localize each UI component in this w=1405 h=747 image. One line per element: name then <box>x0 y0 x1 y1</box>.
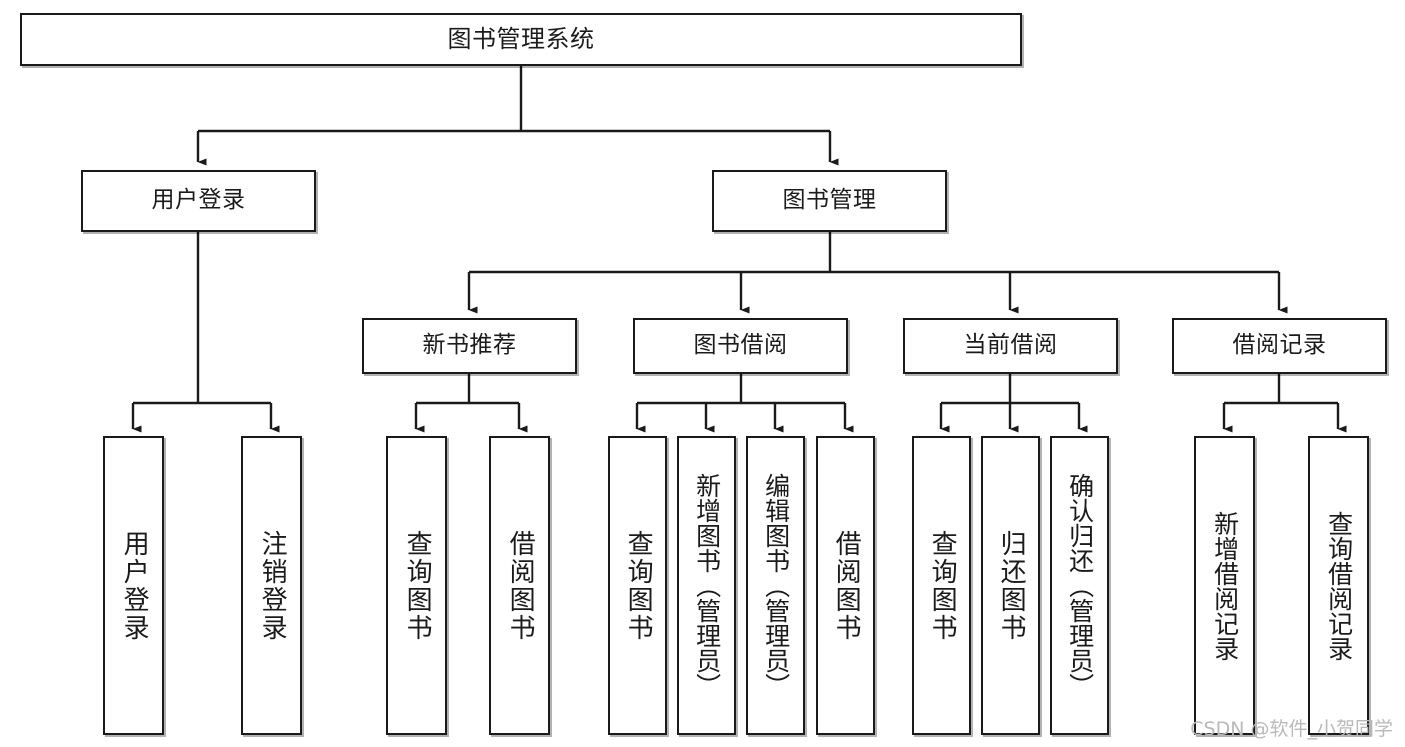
node-leaf-query-record[interactable]: 查询借阅记录 <box>1308 436 1369 735</box>
node-leaf-user-login-label: 用户登录 <box>119 529 150 642</box>
node-leaf-query-book-1[interactable]: 查询图书 <box>386 436 447 735</box>
node-leaf-add-record[interactable]: 新增借阅记录 <box>1194 436 1255 735</box>
node-book-manage-label: 图书管理 <box>782 187 877 214</box>
node-book-borrow-label: 图书借阅 <box>693 332 788 359</box>
node-leaf-confirm-return[interactable]: 确认归还（管理员） <box>1050 436 1109 735</box>
node-leaf-user-login[interactable]: 用户登录 <box>103 436 164 735</box>
node-leaf-add-book[interactable]: 新增图书（管理员） <box>677 436 736 735</box>
node-leaf-query-book-3[interactable]: 查询图书 <box>912 436 971 735</box>
node-leaf-return-book[interactable]: 归还图书 <box>981 436 1040 735</box>
node-root[interactable]: 图书管理系统 <box>20 13 1022 66</box>
node-leaf-logout-label: 注销登录 <box>257 529 288 642</box>
node-leaf-add-record-label: 新增借阅记录 <box>1210 510 1240 661</box>
node-leaf-borrow-book-2-label: 借阅图书 <box>831 529 862 642</box>
node-leaf-edit-book-label: 编辑图书（管理员） <box>761 473 791 698</box>
node-leaf-query-book-3-label: 查询图书 <box>927 529 958 642</box>
watermark: CSDN @软件_小贺同学 <box>1190 718 1393 740</box>
node-root-label: 图书管理系统 <box>447 25 595 54</box>
node-leaf-confirm-return-label: 确认归还（管理员） <box>1065 473 1095 698</box>
node-leaf-query-record-label: 查询借阅记录 <box>1324 510 1354 661</box>
node-borrow-record-label: 借阅记录 <box>1232 332 1327 359</box>
node-new-book-rec[interactable]: 新书推荐 <box>362 318 577 374</box>
node-leaf-add-book-label: 新增图书（管理员） <box>692 473 722 698</box>
node-current-borrow-label: 当前借阅 <box>963 332 1058 359</box>
node-leaf-edit-book[interactable]: 编辑图书（管理员） <box>746 436 805 735</box>
node-current-borrow[interactable]: 当前借阅 <box>903 318 1118 374</box>
node-leaf-query-book-2[interactable]: 查询图书 <box>608 436 667 735</box>
node-borrow-record[interactable]: 借阅记录 <box>1172 318 1387 374</box>
node-new-book-rec-label: 新书推荐 <box>422 332 517 359</box>
node-leaf-return-book-label: 归还图书 <box>996 529 1027 642</box>
node-leaf-borrow-book-2[interactable]: 借阅图书 <box>816 436 875 735</box>
node-leaf-query-book-2-label: 查询图书 <box>623 529 654 642</box>
node-leaf-query-book-1-label: 查询图书 <box>402 529 433 642</box>
node-leaf-borrow-book-1-label: 借阅图书 <box>505 529 536 642</box>
node-leaf-logout[interactable]: 注销登录 <box>241 436 302 735</box>
node-book-manage[interactable]: 图书管理 <box>712 170 947 232</box>
node-user-login-label: 用户登录 <box>151 187 246 214</box>
node-leaf-borrow-book-1[interactable]: 借阅图书 <box>489 436 550 735</box>
node-user-login[interactable]: 用户登录 <box>81 170 316 232</box>
node-book-borrow[interactable]: 图书借阅 <box>633 318 848 374</box>
